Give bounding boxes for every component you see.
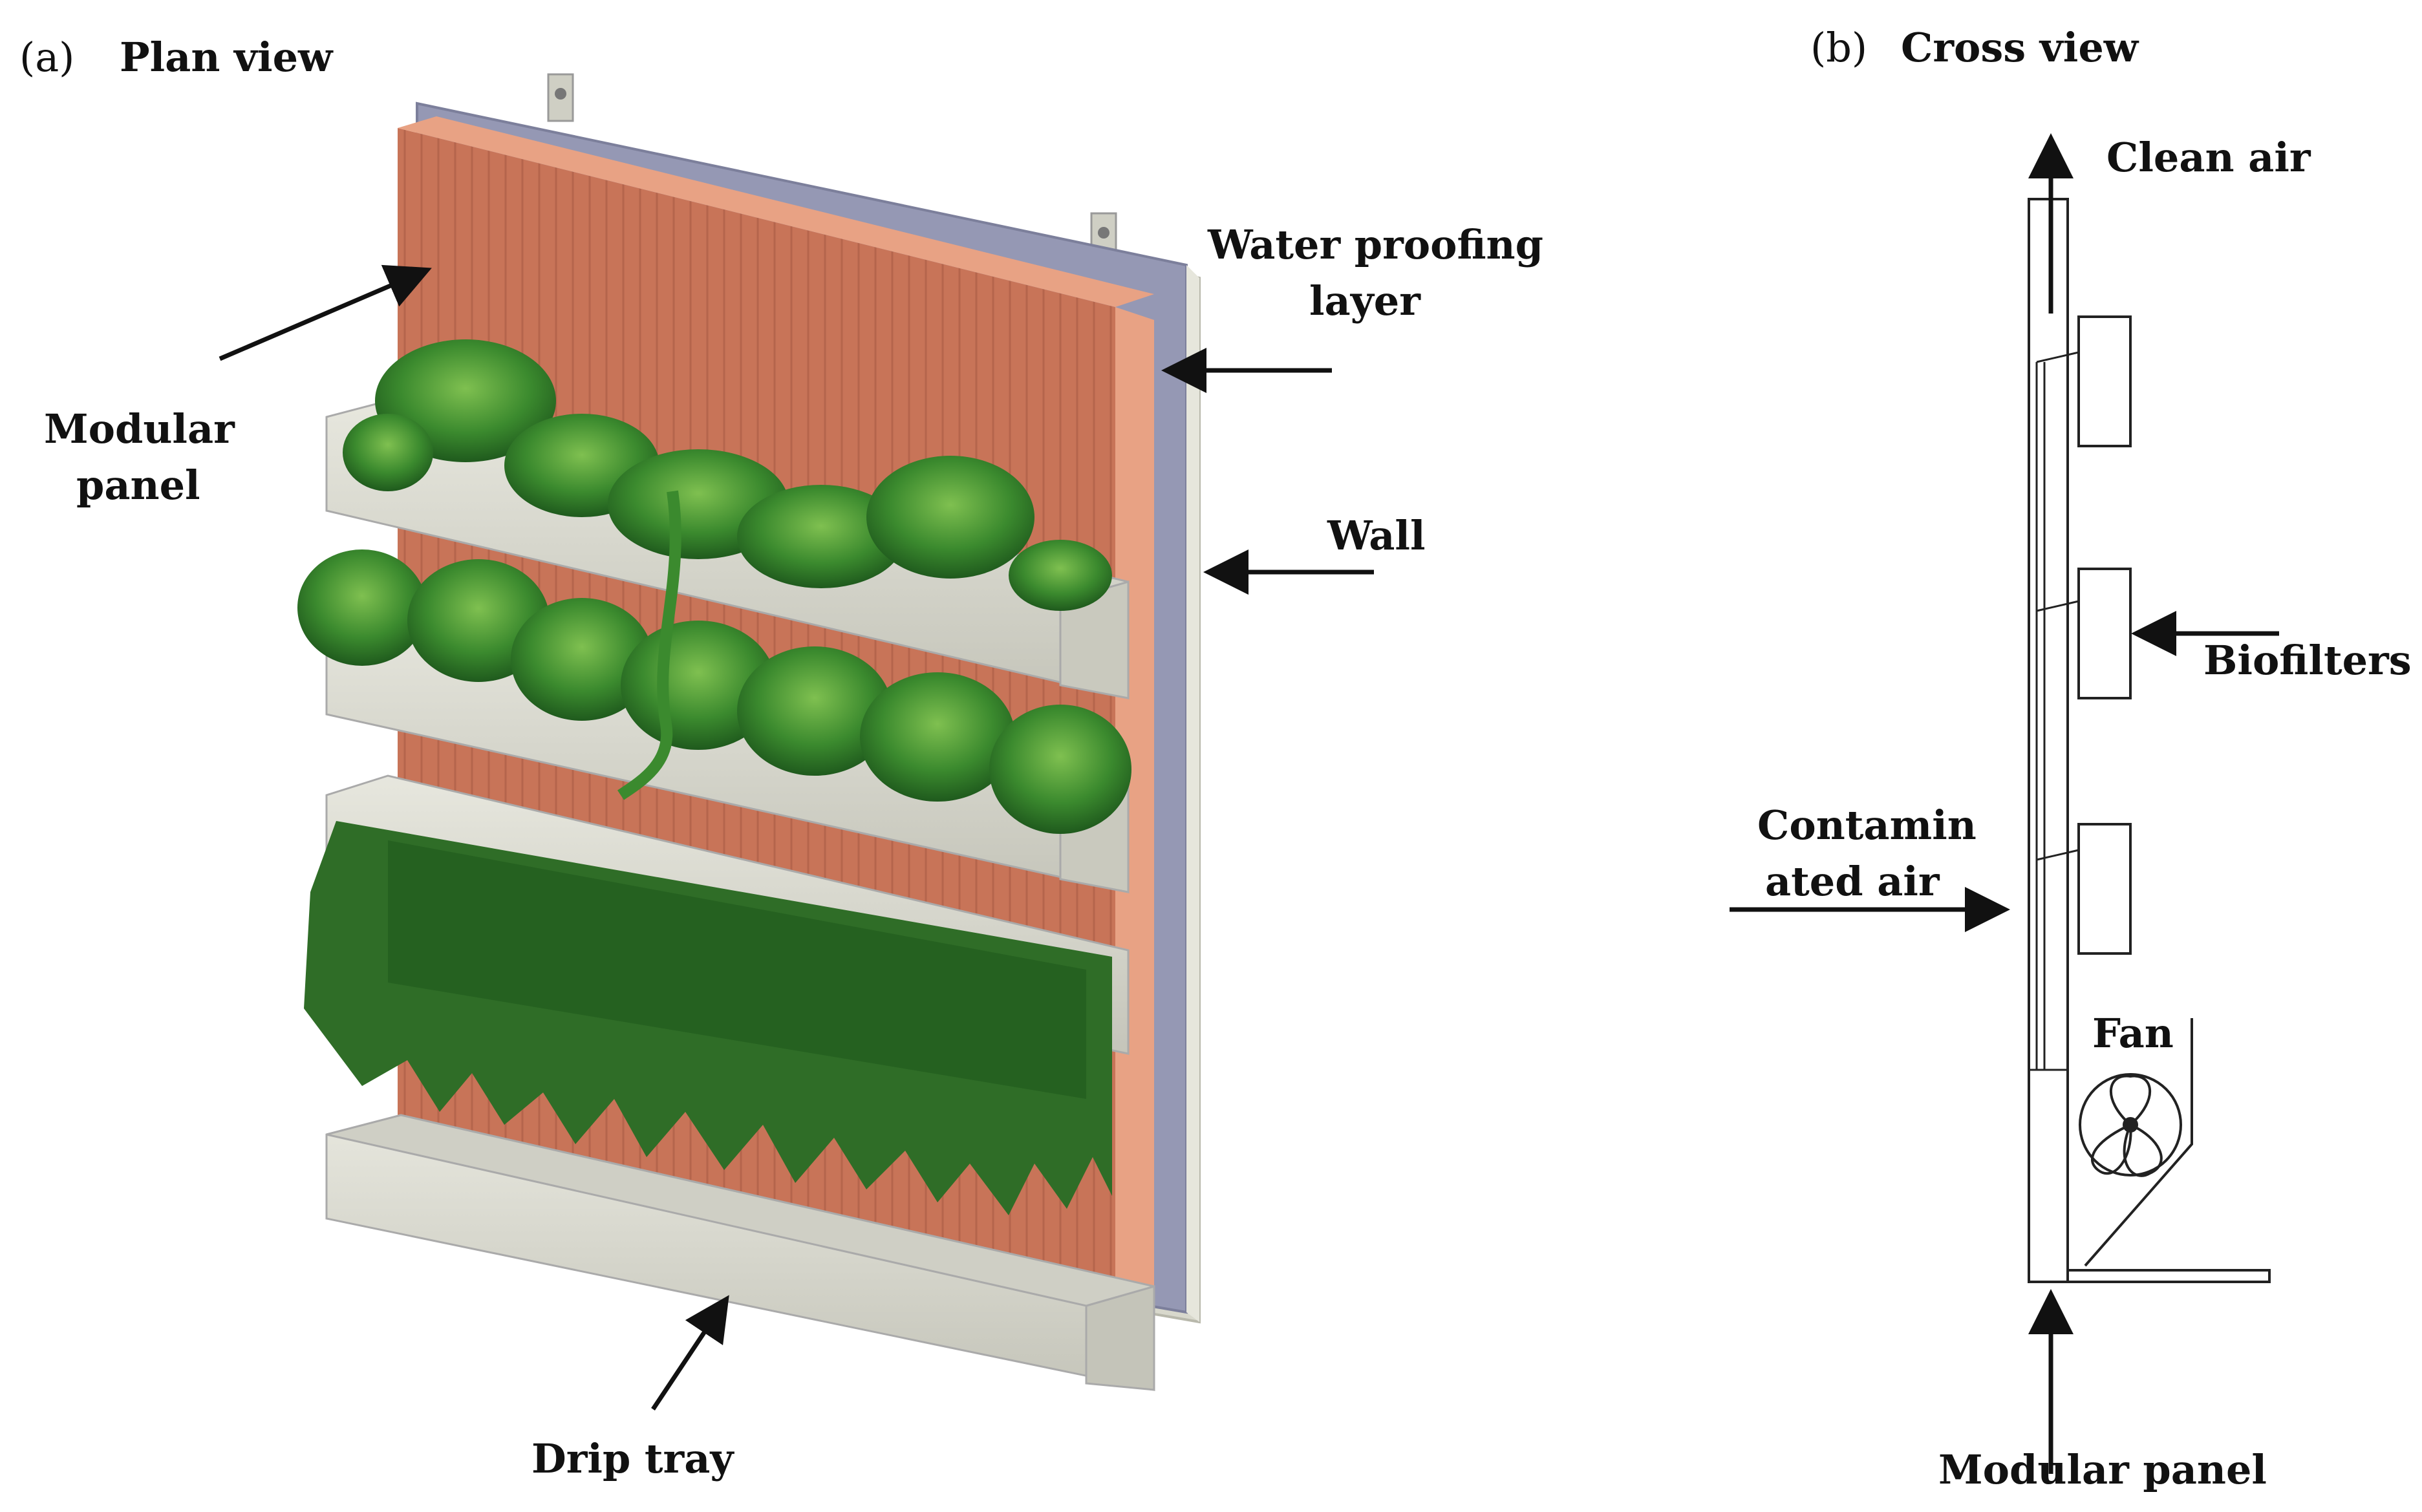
panel-a-title: Plan view: [120, 34, 334, 81]
ivy-curtain: [304, 821, 1112, 1215]
panel-b-title: Cross view: [1901, 24, 2139, 71]
label-drip-tray: Drip tray: [531, 1435, 734, 1482]
wall-edge: [1186, 265, 1199, 1322]
modular-panel-top: [398, 116, 1154, 307]
label-contaminated-line2: ated air: [1765, 858, 1940, 905]
label-waterproofing-line1: Water proofing: [1207, 221, 1543, 268]
panel-a-tag: (a): [19, 34, 74, 81]
panel-b-tag: (b): [1810, 24, 1867, 71]
cross-panel-body: [2028, 198, 2069, 1283]
base-foot: [2029, 1269, 2271, 1283]
cross-section: [2028, 198, 2271, 1283]
label-wall: Wall: [1327, 512, 1426, 559]
label-fan: Fan: [2092, 1010, 2174, 1057]
biofilter-3: [2077, 823, 2132, 955]
label-clean-air: Clean air: [2106, 134, 2311, 181]
trailing-vine: [617, 490, 681, 800]
label-contaminated-line1: Contamin: [1757, 802, 1977, 849]
arrow-drip-tray: [651, 1295, 729, 1411]
biofilter-1: [2077, 315, 2132, 447]
label-modular-panel-line1: Modular: [44, 405, 235, 453]
label-modular-panel-b: Modular panel: [1938, 1446, 2267, 1493]
label-waterproofing-line2: layer: [1309, 277, 1421, 325]
panel-b: (b) Cross view: [1730, 24, 2412, 1493]
label-modular-panel-line2: panel: [76, 462, 200, 509]
biofilter-2: [2077, 568, 2132, 699]
fan-icon: [2079, 1073, 2182, 1177]
foliage-row-1: [343, 339, 1112, 611]
drip-tray: [325, 1114, 1155, 1391]
fan-housing: [2084, 1018, 2193, 1267]
arrow-modular-panel-a: [219, 264, 432, 361]
label-biofilters: Biofilters: [2203, 637, 2412, 684]
panel-a: (a) Plan view: [19, 34, 1543, 1482]
